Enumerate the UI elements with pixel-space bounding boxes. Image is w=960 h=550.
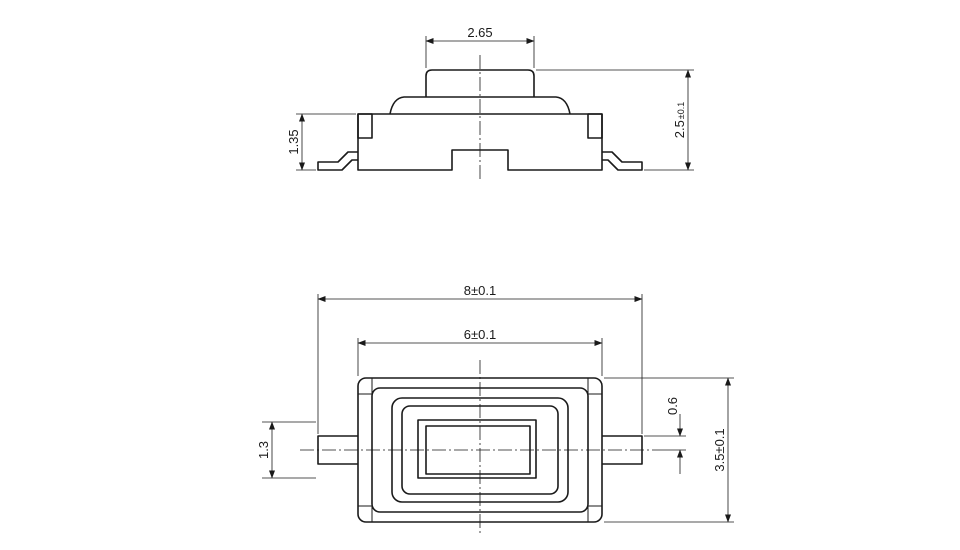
right-lead xyxy=(602,151,643,171)
dim-body-width-label: 6±0.1 xyxy=(464,327,496,342)
right-clip xyxy=(587,113,603,139)
plunger-top-outer xyxy=(417,419,537,479)
dim-body-height-label: 1.35 xyxy=(286,129,301,154)
plunger-outline xyxy=(425,69,535,97)
dim-overall-width-label: 8±0.1 xyxy=(464,283,496,298)
left-clip xyxy=(357,113,373,139)
dim-top-width-label: 2.65 xyxy=(467,25,492,40)
side-view: 2.65 2.5±0.1 1.35 xyxy=(286,25,694,182)
dim-overall-height-label: 3.5±0.1 xyxy=(712,428,727,471)
dim-lead-offset-label: 0.6 xyxy=(665,397,680,415)
cap-outline xyxy=(389,96,571,115)
dim-lead-width-label: 1.3 xyxy=(256,441,271,459)
left-lead xyxy=(317,151,358,171)
dim-height-label: 2.5±0.1 xyxy=(672,102,687,139)
top-view: 8±0.1 6±0.1 3.5±0.1 0.6 1.3 xyxy=(256,283,734,536)
